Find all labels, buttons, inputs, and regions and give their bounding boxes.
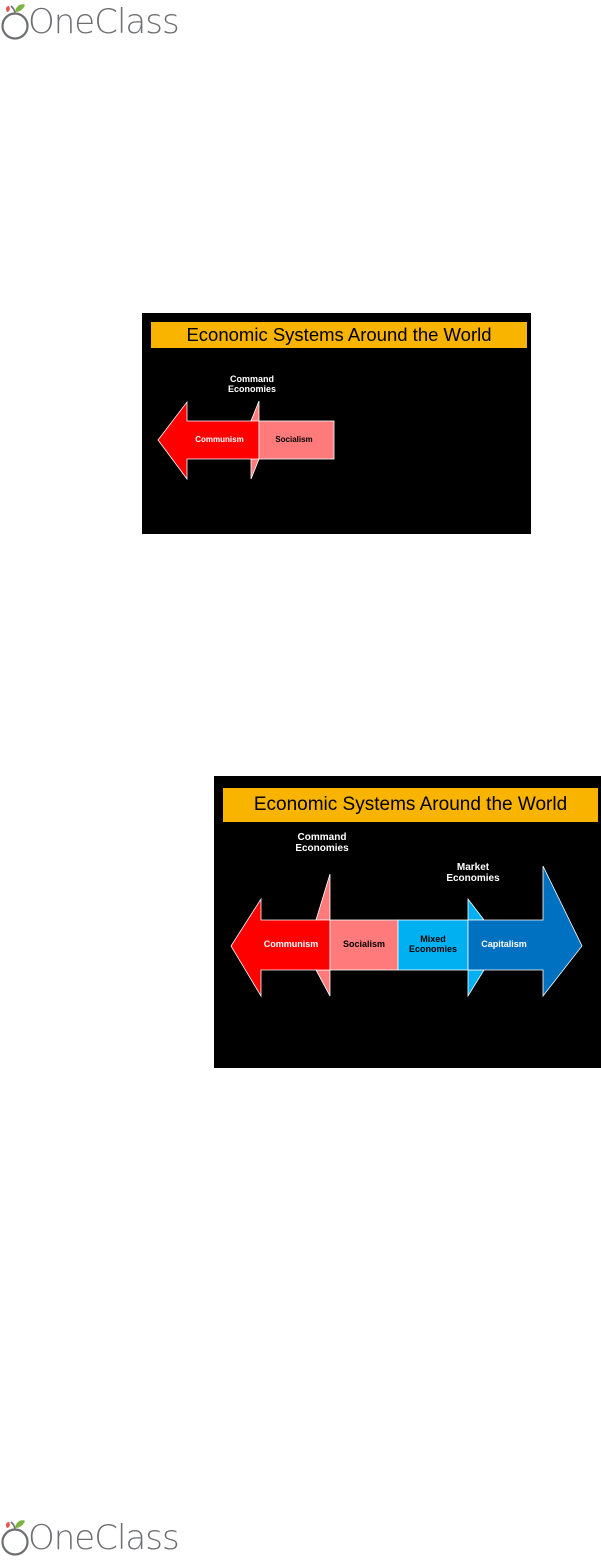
command-economies-label: Command Economies xyxy=(282,832,362,854)
market-economies-label: Market Economies xyxy=(433,862,513,884)
capitalism-label: Capitalism xyxy=(468,920,540,970)
communism-label: Communism xyxy=(254,920,328,970)
socialism-flap xyxy=(316,874,330,920)
socialism-label: Socialism xyxy=(330,920,398,970)
slide-1: Economic Systems Around the World Comman… xyxy=(142,313,531,534)
oneclass-logo-footer: OneClass xyxy=(0,1516,179,1560)
slide-2: Economic Systems Around the World Comman… xyxy=(214,776,601,1068)
apple-icon xyxy=(0,1516,30,1560)
mixed-flap-bottom xyxy=(468,970,484,996)
apple-icon xyxy=(0,0,30,44)
command-economies-label: Command Economies xyxy=(212,374,292,394)
communism-label: Communism xyxy=(182,421,257,459)
mixed-flap xyxy=(468,899,484,920)
socialism-label: Socialism xyxy=(259,421,329,459)
logo-text: OneClass xyxy=(28,1516,179,1560)
mixed-economies-label: Mixed Economies xyxy=(398,920,468,970)
logo-text: OneClass xyxy=(28,0,179,44)
socialism-flap-bottom xyxy=(316,970,330,996)
oneclass-logo: OneClass xyxy=(0,0,179,44)
